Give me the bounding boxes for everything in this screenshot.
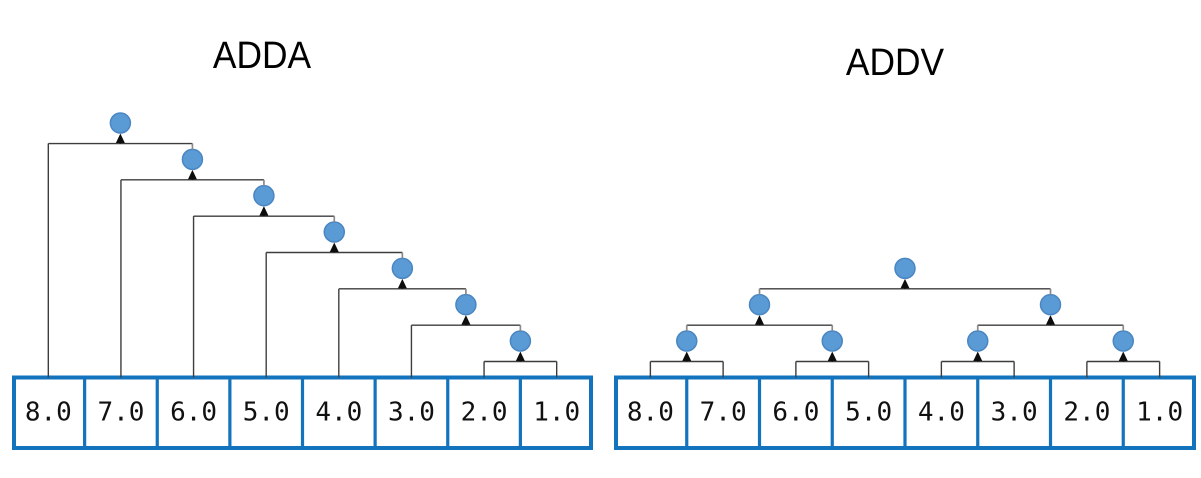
cell-value: 2.0 — [1063, 398, 1110, 428]
cell-value: 7.0 — [97, 398, 144, 428]
cell-value: 4.0 — [315, 398, 362, 428]
add-node — [1039, 293, 1062, 316]
add-node — [821, 330, 843, 352]
arrow-up-icon — [1046, 315, 1055, 325]
panel-title-adda: ADDA — [209, 37, 315, 75]
adda-vector-boxes: 8.0 7.0 6.0 5.0 4.0 3.0 2.0 1.0 — [12, 375, 593, 450]
cell-value: 4.0 — [918, 398, 965, 428]
cell-value: 2.0 — [461, 398, 508, 428]
add-node — [181, 148, 204, 171]
arrow-up-icon — [515, 351, 525, 361]
cell-value: 3.0 — [991, 398, 1038, 428]
add-node — [894, 257, 916, 280]
add-node — [391, 257, 414, 280]
cell-value: 8.0 — [627, 398, 674, 428]
arrow-up-icon — [259, 206, 269, 216]
arrow-up-icon — [115, 133, 125, 144]
addv-title-text: ADDV — [845, 42, 945, 84]
add-node — [509, 330, 532, 352]
cell-value: 5.0 — [243, 398, 290, 428]
arrow-up-icon — [187, 169, 197, 180]
cell-value: 5.0 — [845, 398, 892, 428]
add-node — [676, 330, 698, 352]
add-node — [455, 293, 477, 316]
arrow-up-icon — [827, 351, 837, 361]
cell-value: 3.0 — [388, 398, 435, 428]
cell-value: 8.0 — [25, 398, 72, 428]
add-node — [967, 330, 989, 352]
panel-title-addv: ADDV — [842, 44, 948, 82]
cell-value: 1.0 — [1136, 398, 1183, 428]
arrow-up-icon — [682, 351, 692, 361]
adda-tree — [47, 112, 558, 378]
arrow-up-icon — [1118, 351, 1128, 361]
adda-panel: 8.0 7.0 6.0 5.0 4.0 3.0 2.0 1.0 — [12, 112, 593, 450]
cell-value: 6.0 — [170, 398, 217, 428]
cell-value: 7.0 — [700, 398, 747, 428]
add-node — [748, 293, 771, 316]
add-node — [253, 184, 275, 207]
add-node — [1112, 330, 1134, 352]
arrow-up-icon — [329, 242, 339, 253]
addv-vector-boxes: 8.0 7.0 6.0 5.0 4.0 3.0 2.0 1.0 — [614, 375, 1196, 450]
add-node — [323, 221, 346, 243]
arrow-up-icon — [755, 315, 764, 325]
add-node — [109, 112, 132, 134]
addv-panel: 8.0 7.0 6.0 5.0 4.0 3.0 2.0 1.0 — [614, 257, 1196, 450]
arrow-up-icon — [973, 351, 983, 361]
cell-value: 1.0 — [533, 398, 580, 428]
cell-value: 6.0 — [772, 398, 819, 428]
addv-tree — [649, 257, 1161, 378]
arrow-up-icon — [900, 278, 910, 289]
arrow-up-icon — [397, 278, 407, 289]
arrow-up-icon — [461, 315, 471, 325]
adda-title-text: ADDA — [212, 35, 312, 77]
